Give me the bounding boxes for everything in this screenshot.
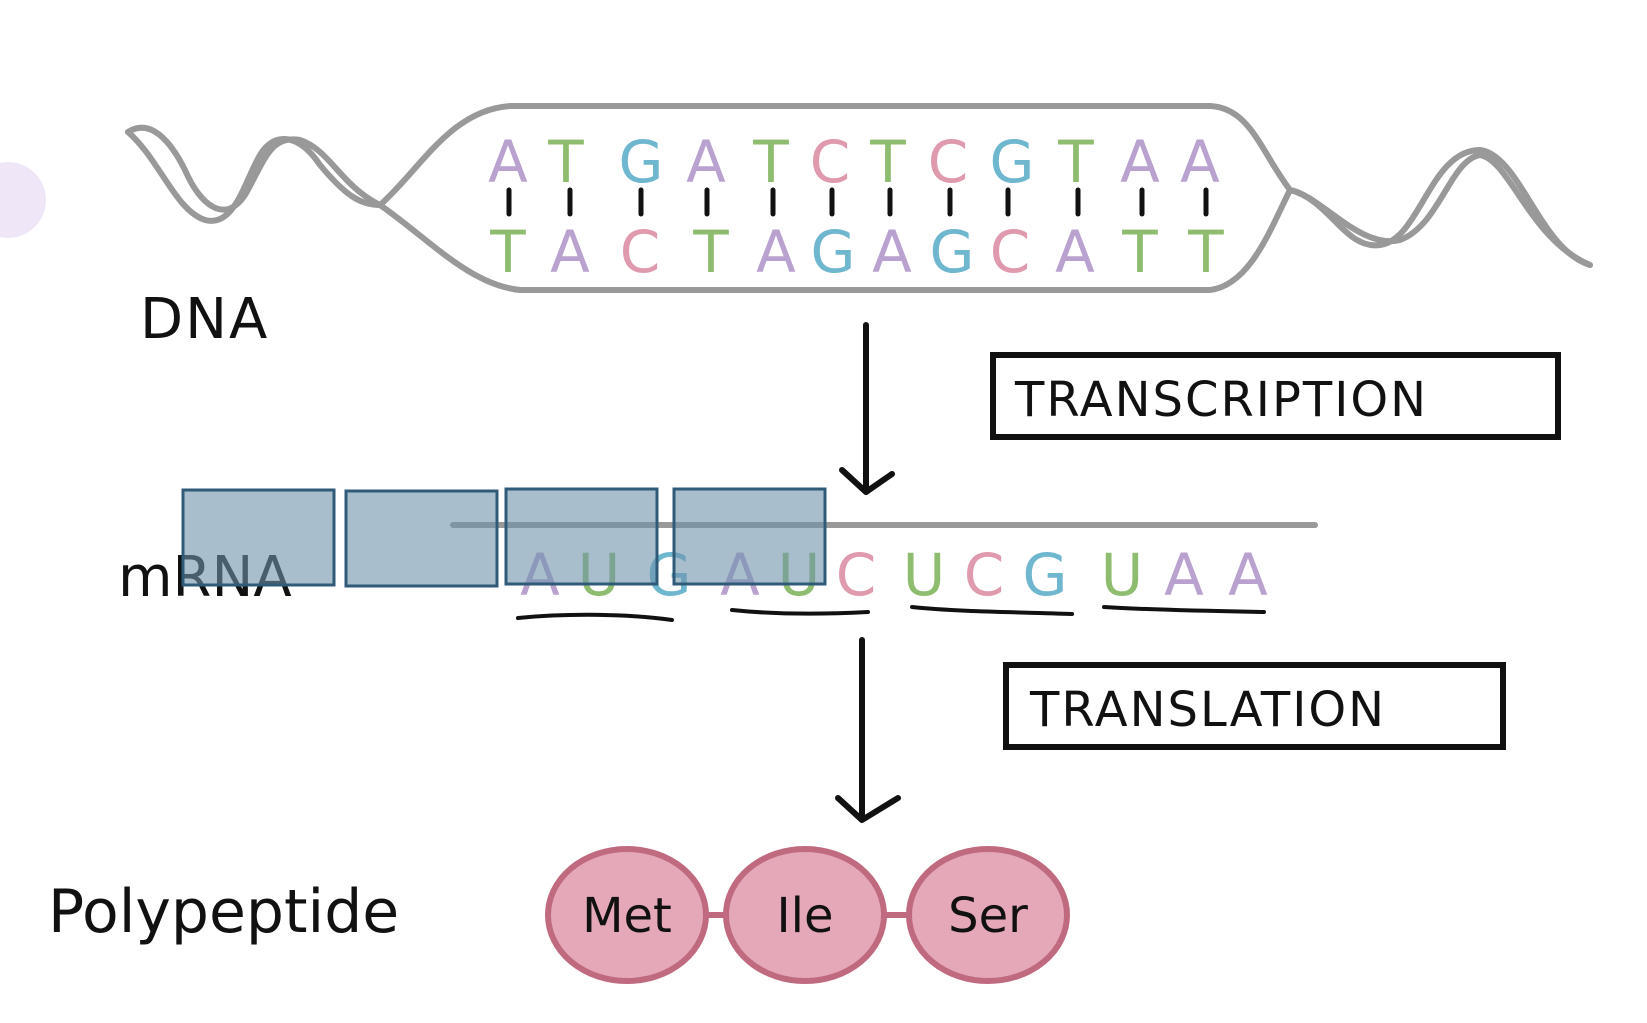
dna-top-base: T (869, 128, 906, 196)
dna-top-base: T (547, 128, 584, 196)
dna-label: DNA (140, 287, 269, 352)
polypeptide-label: Polypeptide (48, 877, 399, 947)
mrna-base: U (903, 541, 945, 609)
amino-acid-bead: Met (545, 846, 709, 984)
dna-top-base: A (1180, 128, 1220, 196)
amino-acid-bead: Ser (906, 846, 1070, 984)
dna-top-base: T (1057, 128, 1094, 196)
translation-label: TRANSLATION (1029, 682, 1386, 738)
amino-acid-label: Ser (948, 888, 1028, 944)
overlay-boxes (181, 487, 827, 588)
amino-acid-label: Met (582, 888, 672, 944)
codon-underlines (516, 605, 1266, 622)
mrna-base: A (1164, 541, 1204, 609)
transcription-arrow (839, 322, 895, 495)
amino-acid-shape (906, 846, 1070, 984)
translation-arrow (835, 637, 901, 823)
amino-acid-shape (545, 846, 709, 984)
mrna-base: C (964, 541, 1005, 609)
dna-bottom-base: G (811, 218, 856, 286)
transcription-step-box: TRANSCRIPTION (990, 352, 1561, 440)
overlay-box (181, 488, 336, 587)
dna-top-base: G (619, 128, 664, 196)
dna-top-base: C (810, 128, 851, 196)
dna-bottom-base: A (550, 218, 590, 286)
overlay-box (344, 489, 499, 588)
dna-bottom-base: T (692, 218, 729, 286)
amino-acid-label: Ile (776, 888, 833, 944)
dna-bottom-base: A (1055, 218, 1095, 286)
dna-bottom-base: T (1121, 218, 1158, 286)
amino-acid-bead: Ile (723, 846, 887, 984)
dna-top-base: A (488, 128, 528, 196)
dna-bottom-base: C (620, 218, 661, 286)
overlay-box (672, 487, 827, 586)
dna-top-base: A (1120, 128, 1160, 196)
dna-top-base: C (928, 128, 969, 196)
dna-top-base: G (990, 128, 1035, 196)
dna-top-base: A (686, 128, 726, 196)
mrna-base: C (836, 541, 877, 609)
dna-right-helix (1287, 146, 1593, 268)
dna-bottom-base: C (990, 218, 1031, 286)
mrna-base: G (1023, 541, 1068, 609)
dna-bottom-base: G (930, 218, 975, 286)
dna-bottom-base: A (872, 218, 912, 286)
dna-top-base: T (752, 128, 789, 196)
transcription-label: TRANSCRIPTION (1014, 372, 1428, 428)
dna-bottom-base: T (1187, 218, 1224, 286)
mrna-base: U (1101, 541, 1143, 609)
overlay-box (504, 487, 659, 586)
polypeptide-chain: Met Ile Ser (545, 846, 1070, 984)
mrna-base: A (1228, 541, 1268, 609)
dna-left-helix (125, 124, 383, 224)
translation-step-box: TRANSLATION (1003, 662, 1506, 750)
amino-acid-shape (723, 846, 887, 984)
dna-base-pair-ticks (506, 187, 1209, 217)
left-edge-blob (0, 162, 46, 238)
dna-bottom-base: A (756, 218, 796, 286)
dna-bottom-base: T (489, 218, 526, 286)
